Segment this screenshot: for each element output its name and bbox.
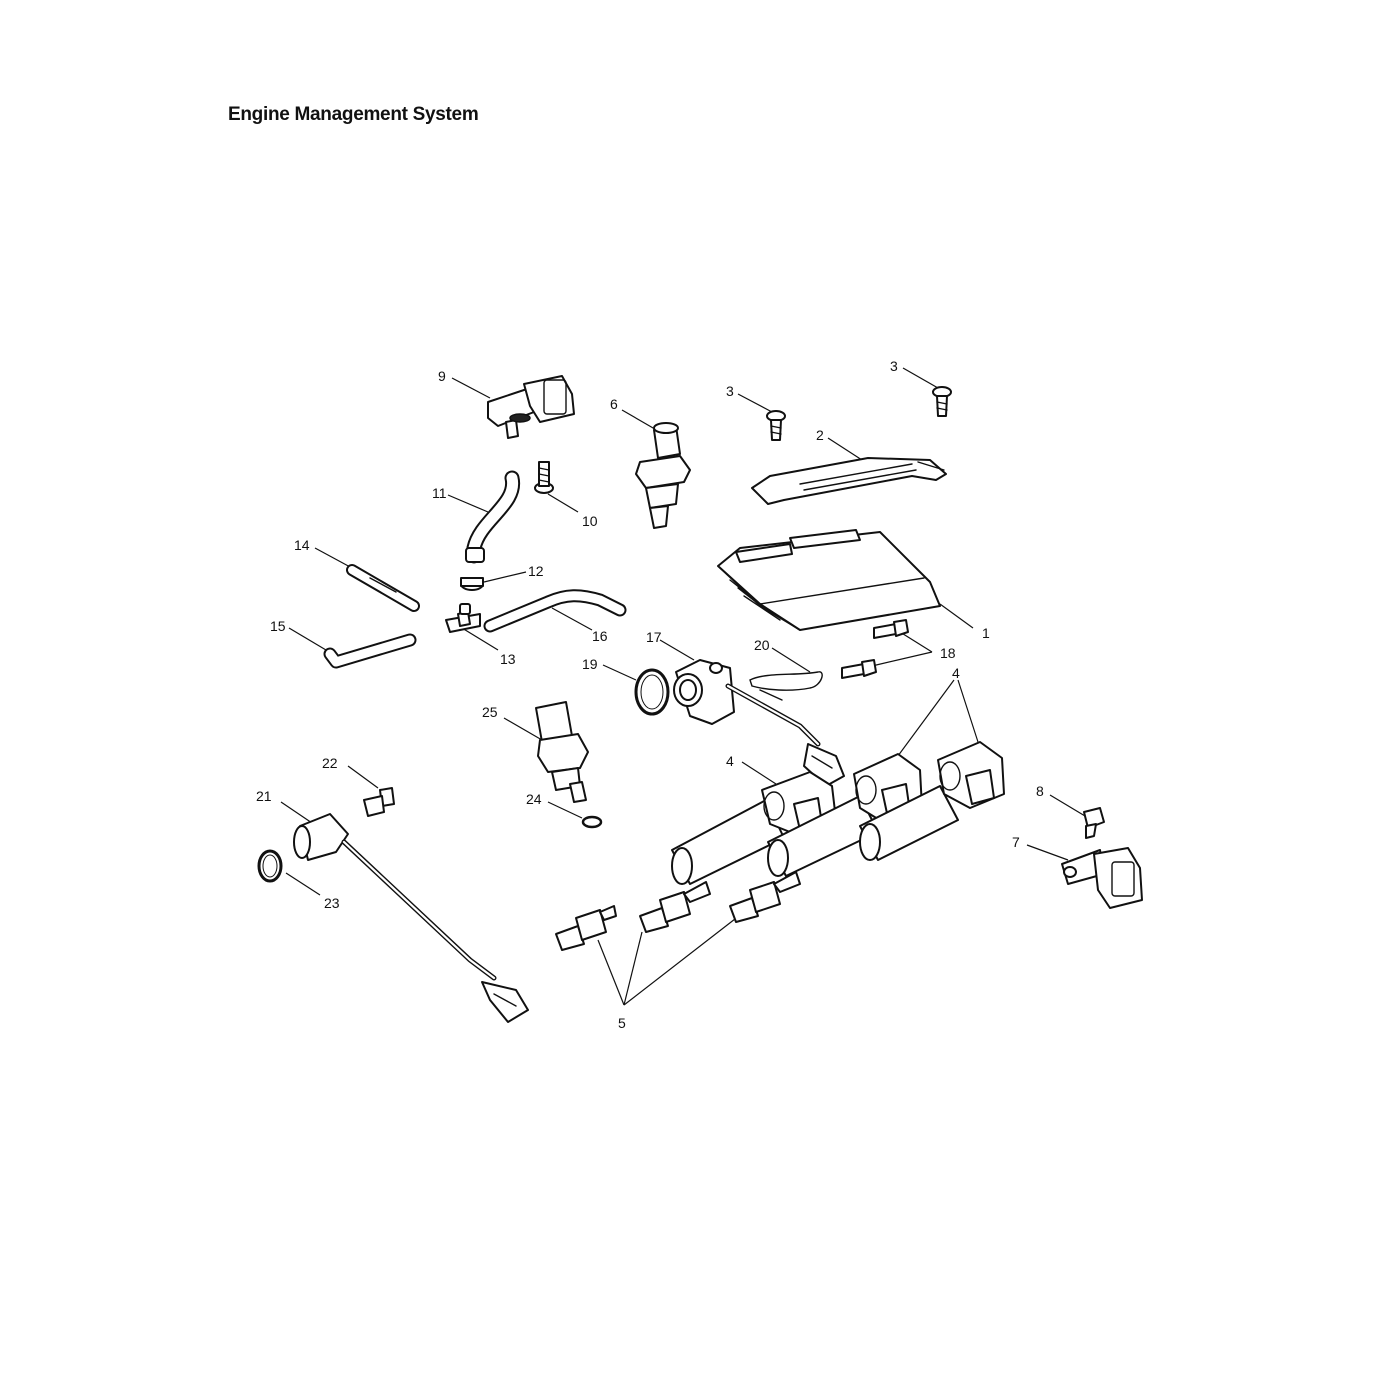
part-16-hose — [483, 589, 627, 633]
callout-9: 9 — [438, 368, 446, 384]
part-13-tee-connector — [445, 603, 481, 633]
part-14-hose — [346, 564, 420, 612]
part-5-spark-plug-3 — [729, 871, 801, 923]
part-25-coolant-sensor — [535, 701, 589, 803]
part-5-spark-plug-2 — [639, 881, 711, 933]
part-24-seal — [581, 815, 603, 829]
part-11-hose — [465, 470, 521, 564]
part-22-bolt — [363, 787, 395, 817]
callout-19: 19 — [582, 656, 598, 672]
callout-5: 5 — [618, 1015, 626, 1031]
callout-7: 7 — [1012, 834, 1020, 850]
part-18-bolt-b — [841, 659, 877, 679]
callout-15: 15 — [270, 618, 286, 634]
callout-10: 10 — [582, 513, 598, 529]
part-10-bolt — [534, 461, 554, 494]
callout-17: 17 — [646, 629, 662, 645]
leader-lines — [280, 367, 1086, 1006]
part-3-bolt-b — [932, 386, 952, 417]
callout-22: 22 — [322, 755, 338, 771]
part-12-hose-clamp — [460, 577, 484, 591]
callout-11: 11 — [432, 485, 447, 501]
callout-3a: 3 — [726, 383, 734, 399]
callout-13: 13 — [500, 651, 516, 667]
callout-12: 12 — [528, 563, 544, 579]
part-4-ignition-coil-3 — [859, 741, 1005, 861]
callout-4b: 4 — [726, 753, 734, 769]
callout-24: 24 — [526, 791, 542, 807]
callout-3b: 3 — [890, 358, 898, 374]
part-18-bolt-a — [873, 619, 909, 639]
part-15-bent-pipe — [323, 633, 417, 669]
part-23-o-ring — [257, 849, 283, 883]
part-7-sensor — [1061, 847, 1143, 909]
callout-23: 23 — [324, 895, 340, 911]
callout-16: 16 — [592, 628, 608, 644]
callout-8: 8 — [1036, 783, 1044, 799]
part-2-ecm-bracket — [751, 457, 947, 505]
callout-1: 1 — [982, 625, 990, 641]
callout-2: 2 — [816, 427, 824, 443]
part-5-spark-plug-1 — [555, 905, 617, 951]
part-9-map-sensor — [487, 375, 575, 439]
part-3-bolt-a — [766, 410, 786, 441]
callout-18: 18 — [940, 645, 956, 661]
page-title: Engine Management System — [228, 104, 479, 125]
part-1-ecm — [717, 529, 941, 631]
part-19-o-ring — [634, 668, 670, 716]
part-6-sender — [635, 422, 691, 529]
callout-21: 21 — [256, 788, 272, 804]
part-17-sensor — [673, 659, 845, 787]
callout-20: 20 — [754, 637, 770, 653]
callout-6: 6 — [610, 396, 618, 412]
callout-25: 25 — [482, 704, 498, 720]
part-20-wire-clip — [749, 671, 823, 701]
callout-4a: 4 — [952, 665, 960, 681]
part-8-bolt — [1083, 807, 1105, 839]
part-21-crank-sensor — [293, 813, 529, 1023]
callout-14: 14 — [294, 537, 310, 553]
callout-labels: 9 6 3 3 2 10 11 12 14 15 13 16 1 17 20 1… — [256, 358, 1044, 1031]
